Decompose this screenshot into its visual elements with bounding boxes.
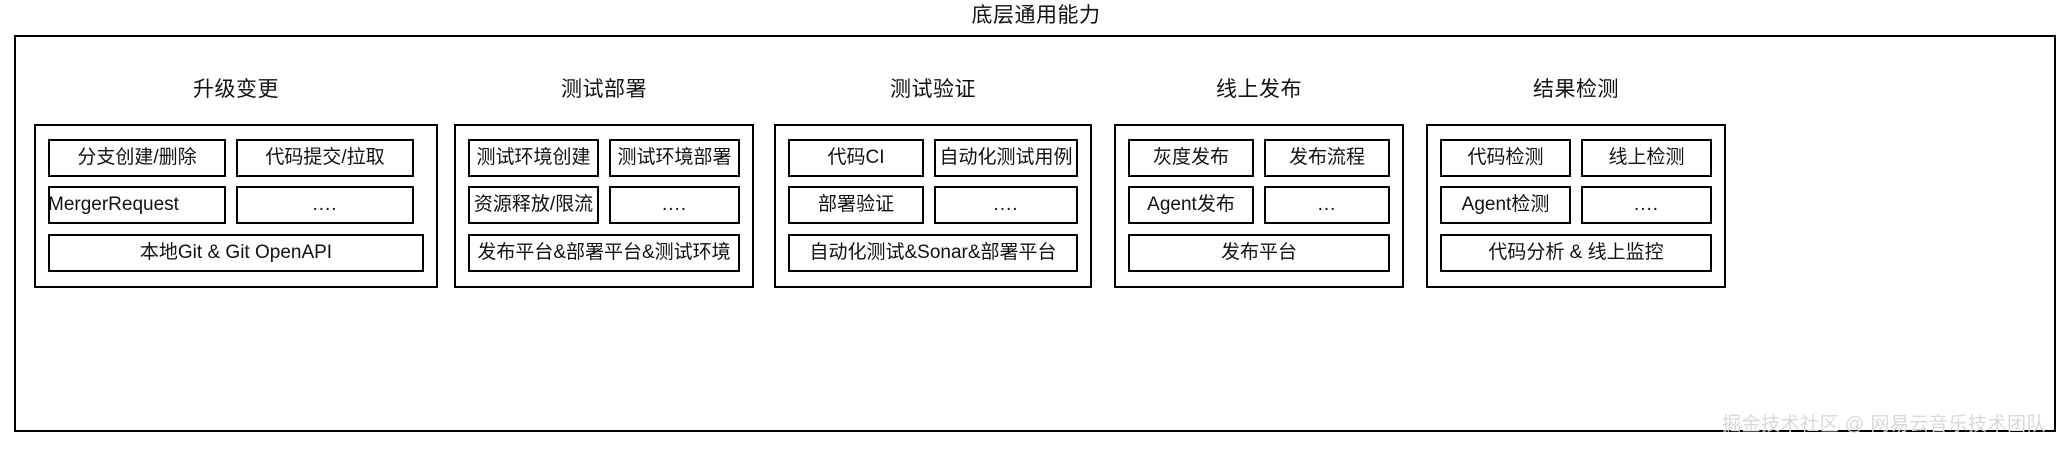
- column-heading: 升级变更: [193, 78, 279, 101]
- column-group-box: 分支创建/删除 代码提交/拉取 MergerRequest .... 本地Git…: [34, 124, 438, 288]
- capability-cell[interactable]: 测试环境创建: [468, 139, 599, 177]
- capability-cell[interactable]: 代码提交/拉取: [236, 139, 414, 177]
- capability-column-upgrade-change: 升级变更 分支创建/删除 代码提交/拉取 MergerRequest .... …: [34, 77, 438, 288]
- capability-cell[interactable]: 部署验证: [788, 186, 924, 224]
- capability-cell[interactable]: 测试环境部署: [609, 139, 740, 177]
- capability-cell-ellipsis[interactable]: ....: [609, 186, 740, 224]
- cell-row-1: 测试环境创建 测试环境部署: [468, 139, 740, 177]
- page-title: 底层通用能力: [971, 4, 1101, 27]
- cell-row-1: 代码检测 线上检测: [1440, 139, 1712, 177]
- column-heading: 线上发布: [1216, 78, 1302, 101]
- column-group-box: 测试环境创建 测试环境部署 资源释放/限流 .... 发布平台&部署平台&测试环…: [454, 124, 754, 288]
- capability-footer-cell[interactable]: 代码分析 & 线上监控: [1440, 234, 1712, 272]
- watermark: 掘金技术社区 @ 网易云音乐技术团队: [1722, 414, 2046, 435]
- capability-footer-cell[interactable]: 自动化测试&Sonar&部署平台: [788, 234, 1078, 272]
- column-heading: 结果检测: [1533, 78, 1619, 101]
- cell-row-1: 代码CI 自动化测试用例: [788, 139, 1078, 177]
- capability-column-test-deploy: 测试部署 测试环境创建 测试环境部署 资源释放/限流 .... 发布平台&部署平…: [454, 77, 754, 288]
- cell-row-2: Agent检测 ....: [1440, 186, 1712, 224]
- capability-cell[interactable]: 发布流程: [1264, 139, 1390, 177]
- column-heading: 测试验证: [890, 78, 976, 101]
- capability-cell-label: MergerRequest: [48, 194, 179, 215]
- cell-row-1: 灰度发布 发布流程: [1128, 139, 1390, 177]
- capability-cell-ellipsis[interactable]: ....: [1581, 186, 1712, 224]
- cell-row-1: 分支创建/删除 代码提交/拉取: [48, 139, 424, 177]
- capability-cell[interactable]: 分支创建/删除: [48, 139, 226, 177]
- capability-cell[interactable]: 自动化测试用例: [934, 139, 1078, 177]
- capability-column-test-verify: 测试验证 代码CI 自动化测试用例 部署验证 .... 自动化测试&Sonar&…: [774, 77, 1092, 288]
- capability-cell[interactable]: 资源释放/限流: [468, 186, 599, 224]
- capability-footer-cell[interactable]: 发布平台&部署平台&测试环境: [468, 234, 740, 272]
- cell-row-2: MergerRequest ....: [48, 186, 424, 224]
- capability-cell-ellipsis[interactable]: ....: [934, 186, 1078, 224]
- capability-columns: 升级变更 分支创建/删除 代码提交/拉取 MergerRequest .... …: [14, 35, 2056, 432]
- cell-row-2: 部署验证 ....: [788, 186, 1078, 224]
- capability-cell-ellipsis[interactable]: ....: [236, 186, 414, 224]
- column-group-box: 代码检测 线上检测 Agent检测 .... 代码分析 & 线上监控: [1426, 124, 1726, 288]
- capability-cell[interactable]: 代码CI: [788, 139, 924, 177]
- capability-cell[interactable]: 线上检测: [1581, 139, 1712, 177]
- capability-cell[interactable]: 灰度发布: [1128, 139, 1254, 177]
- capability-column-online-release: 线上发布 灰度发布 发布流程 Agent发布 ... 发布平台: [1114, 77, 1404, 288]
- capability-footer-cell[interactable]: 发布平台: [1128, 234, 1390, 272]
- column-group-box: 灰度发布 发布流程 Agent发布 ... 发布平台: [1114, 124, 1404, 288]
- cell-row-2: 资源释放/限流 ....: [468, 186, 740, 224]
- capability-cell-ellipsis[interactable]: ...: [1264, 186, 1390, 224]
- capability-cell[interactable]: Agent检测: [1440, 186, 1571, 224]
- capability-cell[interactable]: 代码检测: [1440, 139, 1571, 177]
- capability-cell[interactable]: Agent发布: [1128, 186, 1254, 224]
- column-group-box: 代码CI 自动化测试用例 部署验证 .... 自动化测试&Sonar&部署平台: [774, 124, 1092, 288]
- cell-row-2: Agent发布 ...: [1128, 186, 1390, 224]
- capability-footer-cell[interactable]: 本地Git & Git OpenAPI: [48, 234, 424, 272]
- capability-column-result-detect: 结果检测 代码检测 线上检测 Agent检测 .... 代码分析 & 线上监控: [1426, 77, 1726, 288]
- capability-cell[interactable]: MergerRequest: [48, 186, 226, 224]
- column-heading: 测试部署: [561, 78, 647, 101]
